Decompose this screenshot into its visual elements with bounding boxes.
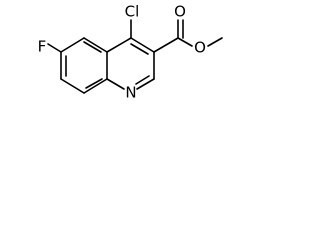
bond-ester-o-methyl bbox=[207, 37, 223, 47]
double-bond-c4-c3 bbox=[130, 43, 149, 55]
bond-c4-c3 bbox=[130, 37, 155, 53]
benzo-ring bbox=[60, 37, 108, 94]
structure-canvas: Cl F N O O bbox=[37, 2, 223, 102]
bond-c9-c8a bbox=[83, 78, 108, 94]
substituents bbox=[47, 19, 223, 53]
pyridine-ring bbox=[106, 37, 155, 90]
bond-c6-c7 bbox=[60, 37, 85, 53]
bond-c2-n1 bbox=[136, 78, 155, 90]
ring-nitrogen-label: N bbox=[125, 84, 136, 102]
bond-c4a-c4 bbox=[106, 37, 132, 53]
bond-c5-c6 bbox=[83, 37, 108, 53]
molecule-structure: Cl F N O O bbox=[38, 3, 223, 102]
bond-c8-c9 bbox=[60, 78, 85, 94]
bond-carbonyl-ester-o bbox=[177, 37, 193, 47]
bond-c3-carbonyl bbox=[153, 37, 179, 53]
bond-c6-f bbox=[47, 43, 62, 53]
chlorine-label: Cl bbox=[125, 3, 140, 21]
carbonyl-oxygen-label: O bbox=[174, 3, 186, 21]
fluorine-label: F bbox=[38, 38, 47, 56]
double-bond-c2-n1 bbox=[135, 75, 150, 85]
double-bond-c9-c8a bbox=[85, 78, 103, 89]
ester-oxygen-label: O bbox=[194, 39, 206, 57]
bond-n1-c8a bbox=[106, 78, 125, 90]
double-bond-c5-c6 bbox=[83, 41, 102, 53]
